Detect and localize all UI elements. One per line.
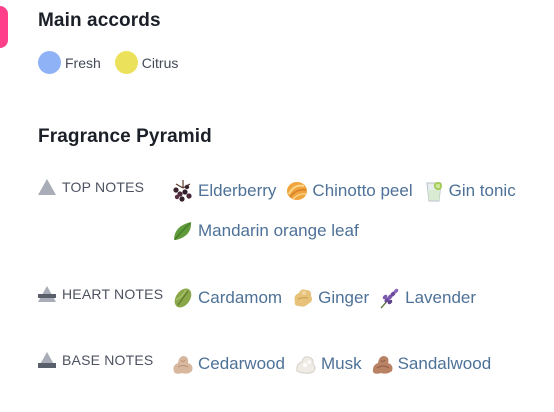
note-chinotto-peel[interactable]: Chinotto peel <box>284 174 413 208</box>
tier-label: BASE NOTES <box>38 347 170 368</box>
cardamom-icon <box>174 288 192 308</box>
notes-list: Elderberry Chinotto peel Gin ton <box>170 174 540 248</box>
note-elderberry[interactable]: Elderberry <box>170 174 276 208</box>
note-label: Mandarin orange leaf <box>198 221 359 240</box>
accord-fresh: Fresh <box>38 51 101 74</box>
tier-label-text: HEART NOTES <box>62 286 164 302</box>
note-label: Cardamom <box>198 288 283 307</box>
note-label: Gin tonic <box>448 181 516 200</box>
sandalwood-icon <box>372 356 393 374</box>
notes-list: Cedarwood Musk Sandalwood <box>170 347 491 381</box>
note-label: Sandalwood <box>397 354 492 373</box>
main-accords-title: Main accords <box>38 10 161 31</box>
note-label: Ginger <box>318 288 370 307</box>
accord-label: Fresh <box>65 54 101 71</box>
fragrance-pyramid-title: Fragrance Pyramid <box>38 126 212 147</box>
ginger-icon <box>294 289 313 307</box>
notes-list: Cardamom Ginger <box>170 281 476 315</box>
accord-color-dot <box>38 51 61 74</box>
note-label: Musk <box>320 354 362 373</box>
mandarin-orange-leaf-icon <box>174 222 192 240</box>
tier-label-text: BASE NOTES <box>62 352 154 368</box>
side-accent-tab[interactable] <box>0 6 8 48</box>
lavender-icon <box>380 288 399 309</box>
note-cedarwood[interactable]: Cedarwood <box>170 347 285 381</box>
cedarwood-icon <box>173 356 193 374</box>
tier-label: TOP NOTES <box>38 174 170 195</box>
note-lavender[interactable]: Lavender <box>377 281 476 315</box>
note-mandarin-orange-leaf[interactable]: Mandarin orange leaf <box>170 214 359 248</box>
musk-icon <box>296 356 316 374</box>
pyramid-middle-icon <box>38 286 56 302</box>
note-musk[interactable]: Musk <box>293 347 362 381</box>
note-cardamom[interactable]: Cardamom <box>170 281 282 315</box>
accord-citrus: Citrus <box>114 51 179 74</box>
chinotto-peel-icon <box>287 182 308 200</box>
heart-notes-tier: HEART NOTES Cardamom Ginger <box>38 281 548 315</box>
pyramid-base-icon <box>38 352 56 368</box>
top-notes-tier: TOP NOTES Elderberry <box>38 174 548 248</box>
note-ginger[interactable]: Ginger <box>290 281 369 315</box>
tier-label-text: TOP NOTES <box>62 179 145 195</box>
note-gin-tonic[interactable]: Gin tonic <box>421 174 516 208</box>
note-label: Cedarwood <box>198 354 285 373</box>
note-label: Chinotto peel <box>312 181 413 200</box>
tier-label: HEART NOTES <box>38 281 170 302</box>
pyramid-top-icon <box>38 179 56 195</box>
accord-label: Citrus <box>141 54 179 71</box>
note-label: Lavender <box>405 288 477 307</box>
base-notes-tier: BASE NOTES Cedarwood Musk <box>38 347 548 381</box>
main-accords-list: Fresh Citrus <box>38 51 178 74</box>
gin-tonic-icon <box>426 182 442 202</box>
accord-color-dot <box>114 51 138 74</box>
note-sandalwood[interactable]: Sandalwood <box>370 347 492 381</box>
elderberry-icon <box>173 180 192 202</box>
note-label: Elderberry <box>198 181 277 200</box>
